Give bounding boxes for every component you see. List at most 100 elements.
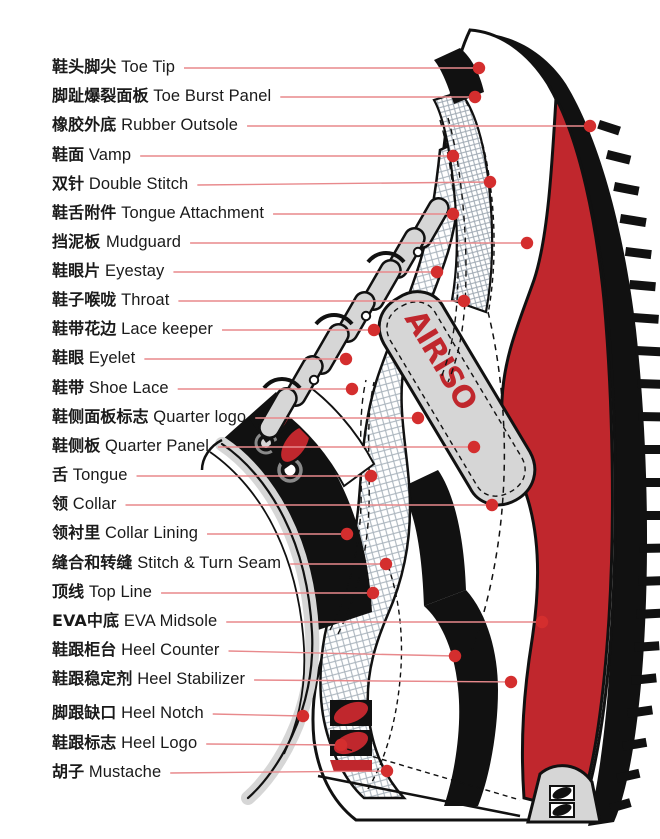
label-english: Toe Tip [121, 58, 175, 76]
callout-dot[interactable] [345, 382, 359, 396]
part-label-eva-midsole: EVA中底 EVA Midsole [52, 611, 217, 631]
part-label-quarter-logo: 鞋侧面板标志 Quarter logo [52, 407, 246, 427]
label-chinese: 鞋舌附件 [52, 203, 117, 222]
throat [280, 378, 376, 488]
label-english: Stitch & Turn Seam [137, 554, 282, 572]
label-english: Heel Counter [121, 641, 220, 659]
callout-dot[interactable] [340, 527, 354, 541]
lace-keeper [262, 251, 406, 390]
label-chinese: 鞋跟柜台 [52, 640, 117, 659]
double-stitch [329, 117, 467, 635]
callout-dot[interactable] [457, 294, 471, 308]
callout-dot[interactable] [339, 352, 353, 366]
label-chinese: 鞋眼片 [52, 261, 101, 280]
label-chinese: 领 [52, 494, 69, 513]
part-label-rubber-outsole: 橡胶外底 Rubber Outsole [52, 115, 238, 135]
label-chinese: 脚趾爆裂面板 [52, 86, 149, 105]
part-label-stitch-turn-seam: 缝合和转缝 Stitch & Turn Seam [52, 553, 281, 573]
callout-dot[interactable] [448, 649, 462, 663]
callout-dot[interactable] [380, 764, 394, 778]
leader-line [212, 713, 304, 717]
label-chinese: 鞋头脚尖 [52, 57, 117, 76]
callout-dot[interactable] [504, 675, 518, 689]
part-label-lace-keeper: 鞋带花边 Lace keeper [52, 319, 213, 339]
part-label-quarter-panel: 鞋侧板 Quarter Panel [52, 436, 209, 456]
part-label-heel-notch: 脚跟缺口 Heel Notch [52, 703, 204, 723]
callout-dot[interactable] [411, 411, 425, 425]
label-english: Toe Burst Panel [153, 87, 272, 105]
label-english: Tongue Attachment [121, 204, 265, 222]
part-label-heel-counter: 鞋跟柜台 Heel Counter [52, 640, 220, 660]
callout-dot[interactable] [446, 207, 460, 221]
leader-lines-group [125, 61, 597, 778]
callout-dot[interactable] [483, 175, 497, 189]
label-english: Mudguard [105, 233, 182, 251]
label-english: Vamp [88, 146, 132, 164]
eva-midsole [500, 92, 614, 814]
callout-dot[interactable] [296, 709, 310, 723]
part-label-toe-burst-panel: 脚趾爆裂面板 Toe Burst Panel [52, 86, 271, 106]
heel-stabilizer [526, 764, 602, 824]
label-english: Throat [121, 291, 170, 309]
part-label-heel-stabilizer: 鞋跟稳定剂 Heel Stabilizer [52, 669, 245, 689]
label-chinese: 鞋带 [52, 378, 85, 397]
callout-dot[interactable] [485, 498, 499, 512]
label-chinese: 鞋跟标志 [52, 733, 117, 752]
label-english: Shoe Lace [88, 379, 169, 397]
label-chinese: 鞋面 [52, 145, 85, 164]
callout-dot[interactable] [367, 323, 381, 337]
part-label-tongue-attachment: 鞋舌附件 Tongue Attachment [52, 203, 264, 223]
label-chinese: 领衬里 [52, 523, 101, 542]
callout-dot[interactable] [364, 469, 378, 483]
label-english: Eyestay [105, 262, 165, 280]
label-chinese: 双针 [52, 174, 85, 193]
label-chinese: 舌 [52, 465, 69, 484]
callout-dot[interactable] [467, 440, 481, 454]
mudguard [471, 311, 506, 651]
label-chinese: 橡胶外底 [52, 115, 117, 134]
part-label-eyestay: 鞋眼片 Eyestay [52, 261, 164, 281]
rubber-outsole [480, 33, 660, 826]
label-english: Collar [72, 495, 117, 513]
callout-dot[interactable] [446, 149, 460, 163]
label-english: Lace keeper [121, 320, 214, 338]
shoe-group: AIRISO [200, 28, 660, 826]
label-english: Quarter logo [153, 408, 247, 426]
part-label-top-line: 顶线 Top Line [52, 582, 152, 602]
part-label-shoe-lace: 鞋带 Shoe Lace [52, 378, 169, 398]
part-label-eyelet: 鞋眼 Eyelet [52, 348, 135, 368]
callout-dot[interactable] [468, 90, 482, 104]
callout-dot[interactable] [379, 557, 393, 571]
label-chinese: EVA中底 [52, 611, 120, 630]
leader-line [170, 770, 388, 774]
leader-line [197, 181, 491, 186]
label-chinese: 鞋子喉咙 [52, 290, 117, 309]
label-chinese: 鞋侧面板标志 [52, 407, 149, 426]
label-chinese: 鞋带花边 [52, 319, 117, 338]
label-english: Collar Lining [105, 524, 199, 542]
callout-dot[interactable] [583, 119, 597, 133]
callout-dot[interactable] [472, 61, 486, 75]
part-label-vamp: 鞋面 Vamp [52, 145, 131, 165]
leader-line [228, 650, 456, 657]
callout-dot[interactable] [520, 236, 534, 250]
callout-dot[interactable] [430, 265, 444, 279]
label-chinese: 鞋眼 [52, 348, 85, 367]
part-label-collar-lining: 领衬里 Collar Lining [52, 523, 198, 543]
callout-dot[interactable] [535, 615, 549, 629]
label-english: Double Stitch [88, 175, 189, 193]
label-english: Quarter Panel [105, 437, 210, 455]
heel-notch [200, 438, 223, 471]
part-label-mudguard: 挡泥板 Mudguard [52, 232, 181, 252]
part-label-heel-logo: 鞋跟标志 Heel Logo [52, 733, 197, 753]
callout-dot[interactable] [334, 738, 348, 752]
toe-tip [434, 48, 484, 104]
callout-dot[interactable] [366, 586, 380, 600]
leader-line [206, 743, 342, 746]
collar-lining [209, 437, 320, 805]
label-english: Heel Logo [121, 734, 198, 752]
label-chinese: 缝合和转缝 [52, 553, 133, 572]
label-chinese: 顶线 [52, 582, 85, 601]
